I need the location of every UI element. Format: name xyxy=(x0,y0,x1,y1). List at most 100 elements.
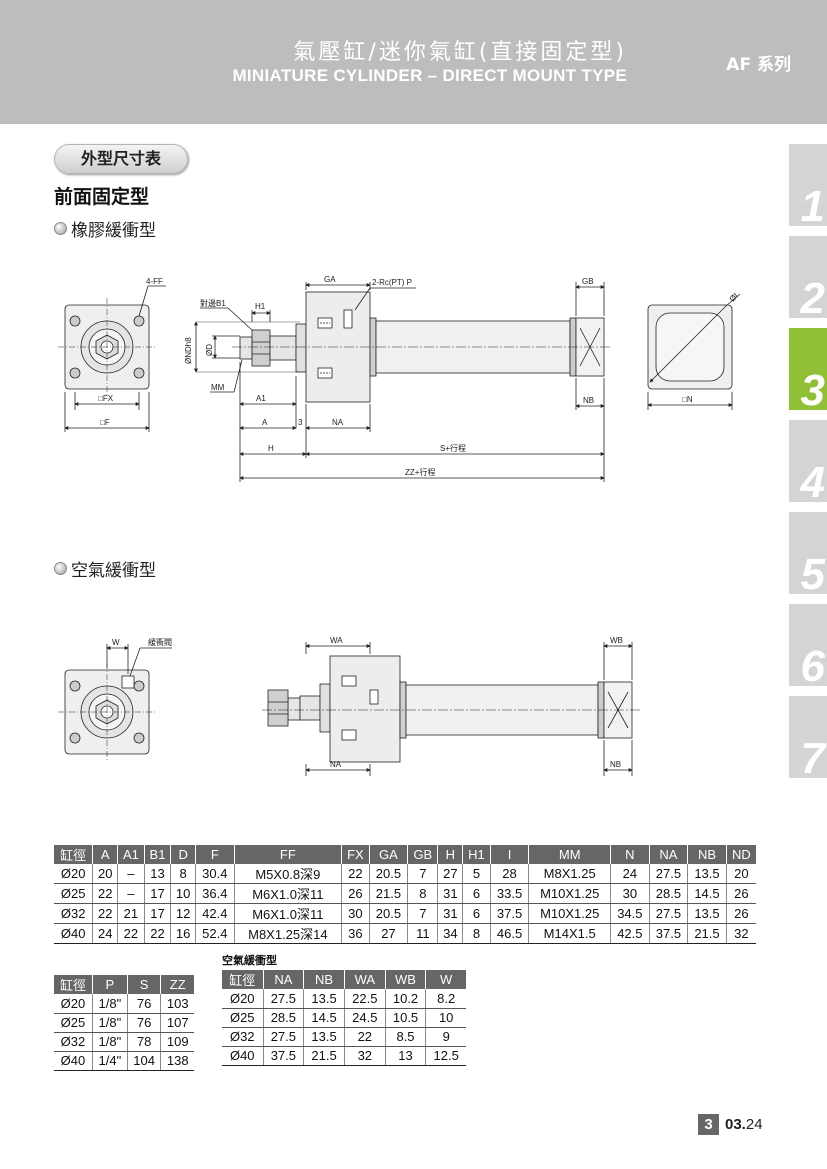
table-cell: 76 xyxy=(126,1013,161,1033)
table-cell: 6 xyxy=(462,903,491,924)
label-w: W xyxy=(112,638,120,647)
table-cell: 10 xyxy=(170,883,196,904)
table-cell: 16 xyxy=(170,923,196,944)
label-h1: H1 xyxy=(255,302,266,311)
column-header: NA xyxy=(648,845,688,864)
table-cell: M6X1.0深11 xyxy=(233,883,342,904)
table-cell: 5 xyxy=(462,864,491,884)
label-nut: 對邊B1 xyxy=(200,298,226,308)
table-cell: 36.4 xyxy=(195,883,235,904)
table-cell: 28 xyxy=(489,864,529,884)
subsection-air: 空氣緩衝型 xyxy=(54,556,156,581)
column-header: WB xyxy=(384,970,426,989)
column-header: D xyxy=(170,845,196,864)
table-cell: 13.5 xyxy=(687,864,727,884)
table-cell: 24 xyxy=(610,864,650,884)
air-table-caption: 空氣緩衝型 xyxy=(222,954,277,967)
bullet-icon xyxy=(54,222,67,235)
chapter-tab-4[interactable]: 4 xyxy=(789,420,827,507)
table-cell: 17 xyxy=(143,883,171,904)
label-phi-d: ØD xyxy=(205,344,214,356)
chapter-tab-5[interactable]: 5 xyxy=(789,512,827,599)
table-cell: – xyxy=(117,883,145,904)
table-cell: 20 xyxy=(92,864,118,884)
table-cell: 22 xyxy=(341,864,370,884)
table-cell: 33.5 xyxy=(489,883,529,904)
chapter-tab-6[interactable]: 6 xyxy=(789,604,827,691)
column-header: ND xyxy=(725,845,756,864)
column-header: MM xyxy=(528,845,611,864)
chapter-tab-7[interactable]: 7 xyxy=(789,696,827,783)
table-cell: 27.5 xyxy=(648,864,688,884)
column-header: ZZ xyxy=(160,975,194,994)
table-cell: 27 xyxy=(368,923,408,944)
column-header: H xyxy=(437,845,463,864)
table-cell: 27.5 xyxy=(648,903,688,924)
header-title-en: MINIATURE CYLINDER – DIRECT MOUNT TYPE xyxy=(232,66,627,85)
table-cell: 104 xyxy=(126,1051,161,1071)
chapter-tab-label: 1 xyxy=(800,182,825,231)
chapter-tab-3[interactable]: 3 xyxy=(789,328,827,415)
table-cell: 10.5 xyxy=(384,1008,426,1028)
chapter-tab-1[interactable]: 1 xyxy=(789,144,827,231)
label-nb: NB xyxy=(583,396,594,405)
table-cell: 13.5 xyxy=(687,903,727,924)
chapter-tab-2[interactable]: 2 xyxy=(789,236,827,323)
table-cell: 8.2 xyxy=(425,989,466,1009)
technical-drawing: 4-FF 對邊B1 H1 GA 2-Rc(PT) P GB ØI ØNDh8 Ø… xyxy=(58,275,741,776)
table-cell: 27 xyxy=(437,864,463,884)
table-cell: 37.5 xyxy=(489,903,529,924)
table-cell: Ø32 xyxy=(54,903,93,924)
table-cell: Ø32 xyxy=(222,1027,263,1047)
table-cell: 30 xyxy=(610,883,650,904)
column-header: A1 xyxy=(117,845,145,864)
table-cell: 30 xyxy=(341,903,370,924)
label-a1: A1 xyxy=(256,394,266,403)
column-header: B1 xyxy=(143,845,171,864)
table-cell: 26 xyxy=(725,883,756,904)
label-n: □N xyxy=(682,395,693,404)
label-three: 3 xyxy=(298,418,303,427)
column-header: H1 xyxy=(462,845,491,864)
column-header: FX xyxy=(341,845,370,864)
table-cell: 109 xyxy=(160,1032,194,1052)
chapter-tab-label: 2 xyxy=(800,274,825,323)
table-cell: 21.5 xyxy=(303,1046,345,1066)
column-header: NB xyxy=(303,970,345,989)
label-na-air: NA xyxy=(330,760,342,769)
column-header: S xyxy=(126,975,161,994)
table-cell: 7 xyxy=(407,864,438,884)
table-cell: 42.5 xyxy=(610,923,650,944)
table-cell: 34.5 xyxy=(610,903,650,924)
column-header: N xyxy=(610,845,650,864)
table-cell: 37.5 xyxy=(648,923,688,944)
table-cell: 31 xyxy=(437,903,463,924)
table-cell: Ø25 xyxy=(54,883,93,904)
page-number-bold: 03. xyxy=(725,1116,746,1133)
table-cell: 13 xyxy=(143,864,171,884)
table-cell: 22.5 xyxy=(343,989,386,1009)
label-phi-nd: ØNDh8 xyxy=(184,337,193,364)
table-cell: 11 xyxy=(407,923,438,944)
table-cell: – xyxy=(117,864,145,884)
table-cell: Ø25 xyxy=(222,1008,263,1028)
table-cell: 6 xyxy=(462,883,491,904)
table-cell: Ø32 xyxy=(54,1032,93,1052)
table-cell: 12.5 xyxy=(425,1046,466,1066)
table-cell: 138 xyxy=(160,1051,194,1071)
chapter-tab-label: 6 xyxy=(800,642,825,691)
column-header: NB xyxy=(687,845,727,864)
column-header: W xyxy=(425,970,466,989)
table-cell: 37.5 xyxy=(262,1046,304,1066)
column-header: 缸徑 xyxy=(54,975,93,994)
label-gb: GB xyxy=(582,277,594,286)
table-cell: 22 xyxy=(143,923,171,944)
table-cell: 14.5 xyxy=(687,883,727,904)
table-cell: 31 xyxy=(437,883,463,904)
